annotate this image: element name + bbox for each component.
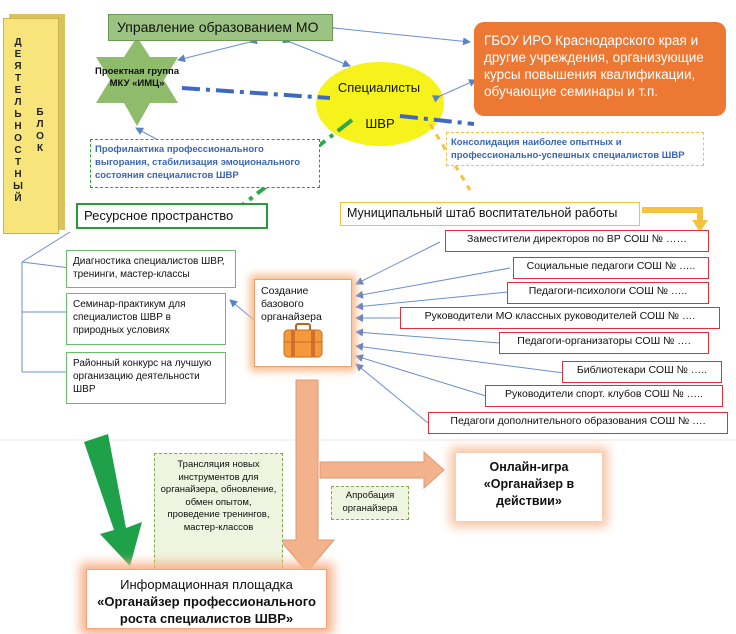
consolidation-box: Консолидация наиболее опытных и професси…	[446, 132, 704, 166]
down-arrow-large	[278, 379, 336, 573]
info-platform-line2: «Органайзер профессионального роста спец…	[97, 594, 316, 626]
specialists-label: Специалисты	[337, 80, 421, 95]
resource-space: Ресурсное пространство	[76, 203, 268, 229]
education-management: Управление образованием МО	[108, 14, 333, 41]
info-platform-line1: Информационная площадка	[120, 577, 293, 592]
project-group-label: Проектная группа МКУ «ИМЦ»	[94, 66, 179, 89]
project-group-star	[96, 37, 178, 126]
role-psychologists: Педагоги-психологи СОШ № …..	[507, 282, 709, 304]
dashdot-line	[181, 86, 331, 100]
prophylaxis-box: Профилактика профессионального выгорания…	[90, 139, 320, 188]
municipal-hq: Муниципальный штаб воспитательной работы	[340, 202, 640, 226]
role-sport-clubs: Руководители спорт. клубов СОШ № …..	[485, 385, 723, 407]
resource-item-seminar: Семинар-практикум для специалистов ШВР в…	[66, 293, 226, 345]
dashdot-line-2	[399, 114, 475, 126]
gbou-iro-box: ГБОУ ИРО Краснодарского края и другие уч…	[474, 22, 726, 116]
role-mo-heads: Руководители МО классных руководителей С…	[400, 307, 720, 329]
specialists-ellipse	[316, 62, 444, 146]
right-arrow	[319, 450, 445, 490]
activity-block-col2: БЛОК	[36, 107, 44, 154]
big-green-arrow	[84, 434, 142, 566]
role-organizers: Педагоги-организаторы СОШ № ….	[499, 332, 709, 354]
online-game-line1: Онлайн-игра	[489, 460, 569, 474]
translation-box: Трансляция новых инструментов для органа…	[154, 453, 283, 578]
role-social-teachers: Социальные педагоги СОШ № …..	[513, 257, 709, 279]
activity-block-col1: ДЕЯТЕЛЬНОСТНЫЙ	[13, 37, 23, 204]
hook-arrow	[642, 207, 703, 222]
resource-item-contest: Районный конкурс на лучшую организацию д…	[66, 352, 226, 404]
online-game-line2: «Органайзер в действии»	[483, 477, 575, 508]
shvr-label: ШВР	[365, 116, 395, 131]
role-librarians: Библиотекари СОШ № …..	[562, 361, 722, 383]
role-additional-education: Педагоги дополнительного образования СОШ…	[428, 412, 728, 434]
info-platform-box: Информационная площадка «Органайзер проф…	[86, 569, 327, 629]
role-deputy-directors: Заместители директоров по ВР СОШ № ……	[445, 230, 709, 252]
online-game-box: Онлайн-игра «Органайзер в действии»	[456, 453, 602, 521]
activity-block: ДЕЯТЕЛЬНОСТНЫЙ БЛОК	[3, 18, 59, 234]
resource-item-diagnostics: Диагностика специалистов ШВР, тренинги, …	[66, 250, 236, 288]
organizer-creation-label: Создание базового органайзера	[261, 285, 322, 323]
suitcase-icon	[283, 323, 323, 358]
approbation-box: Апробация органайзера	[331, 486, 409, 520]
